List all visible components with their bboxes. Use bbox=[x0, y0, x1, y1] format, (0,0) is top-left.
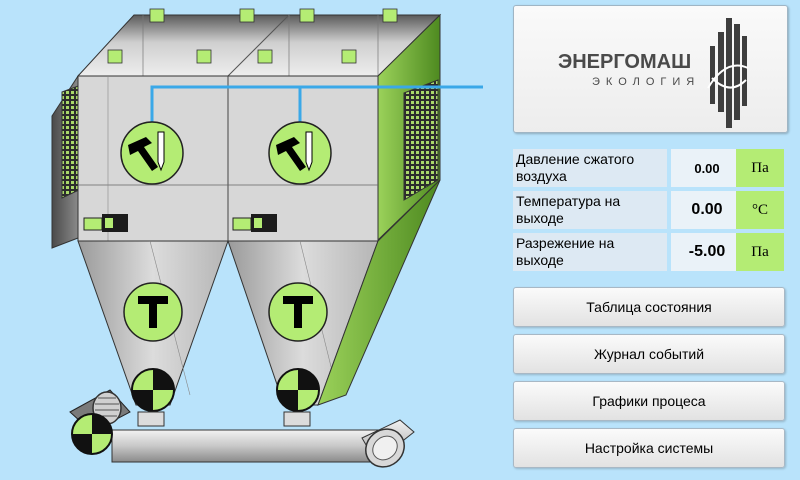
shaker-icon[interactable] bbox=[83, 214, 128, 232]
param-value: 0.00 bbox=[671, 191, 743, 229]
hammer-icon[interactable] bbox=[123, 282, 183, 342]
param-row-air-pressure: Давление сжатого воздуха 0.00 Па bbox=[513, 148, 784, 190]
parameters-table: Давление сжатого воздуха 0.00 Па Темпера… bbox=[513, 148, 784, 274]
right-grille bbox=[403, 79, 439, 201]
process-charts-button[interactable]: Графики процеса bbox=[513, 381, 785, 421]
param-value: 0.00 bbox=[671, 149, 743, 187]
system-settings-button[interactable]: Настройка системы bbox=[513, 428, 785, 468]
event-log-button[interactable]: Журнал событий bbox=[513, 334, 785, 374]
param-row-outlet-temperature: Температура на выходе 0.00 °С bbox=[513, 190, 784, 232]
hopper-side-green bbox=[317, 179, 441, 406]
motor-icon[interactable] bbox=[69, 389, 131, 455]
impulse-valve-icon[interactable] bbox=[268, 121, 332, 185]
param-row-outlet-vacuum: Разрежение на выходе -5.00 Па bbox=[513, 232, 784, 274]
air-line bbox=[150, 85, 483, 125]
logo-main-text: ЭНЕРГОМАШ bbox=[558, 51, 692, 73]
screw-conveyor bbox=[111, 419, 415, 468]
status-table-button[interactable]: Таблица состояния bbox=[513, 287, 785, 327]
param-unit: Па bbox=[736, 233, 784, 271]
logo-mark-icon bbox=[707, 18, 749, 128]
param-label: Температура на выходе bbox=[513, 191, 667, 229]
hammer-icon[interactable] bbox=[268, 282, 328, 342]
param-value: -5.00 bbox=[671, 233, 743, 271]
company-logo: ЭНЕРГОМАШ ЭКОЛОГИЯ bbox=[513, 5, 788, 133]
housing-roof bbox=[76, 8, 442, 77]
filter-unit-diagram bbox=[51, 8, 483, 468]
logo-sub-text: ЭКОЛОГИЯ bbox=[592, 76, 701, 88]
param-unit: Па bbox=[736, 149, 784, 187]
param-label: Давление сжатого воздуха bbox=[513, 149, 667, 187]
param-label: Разрежение на выходе bbox=[513, 233, 667, 271]
impulse-valve-icon[interactable] bbox=[120, 121, 184, 185]
shaker-icon[interactable] bbox=[232, 214, 277, 232]
param-unit: °С bbox=[736, 191, 784, 229]
rotary-valve-icon[interactable] bbox=[131, 368, 175, 412]
rotary-valve-icon[interactable] bbox=[276, 368, 320, 412]
